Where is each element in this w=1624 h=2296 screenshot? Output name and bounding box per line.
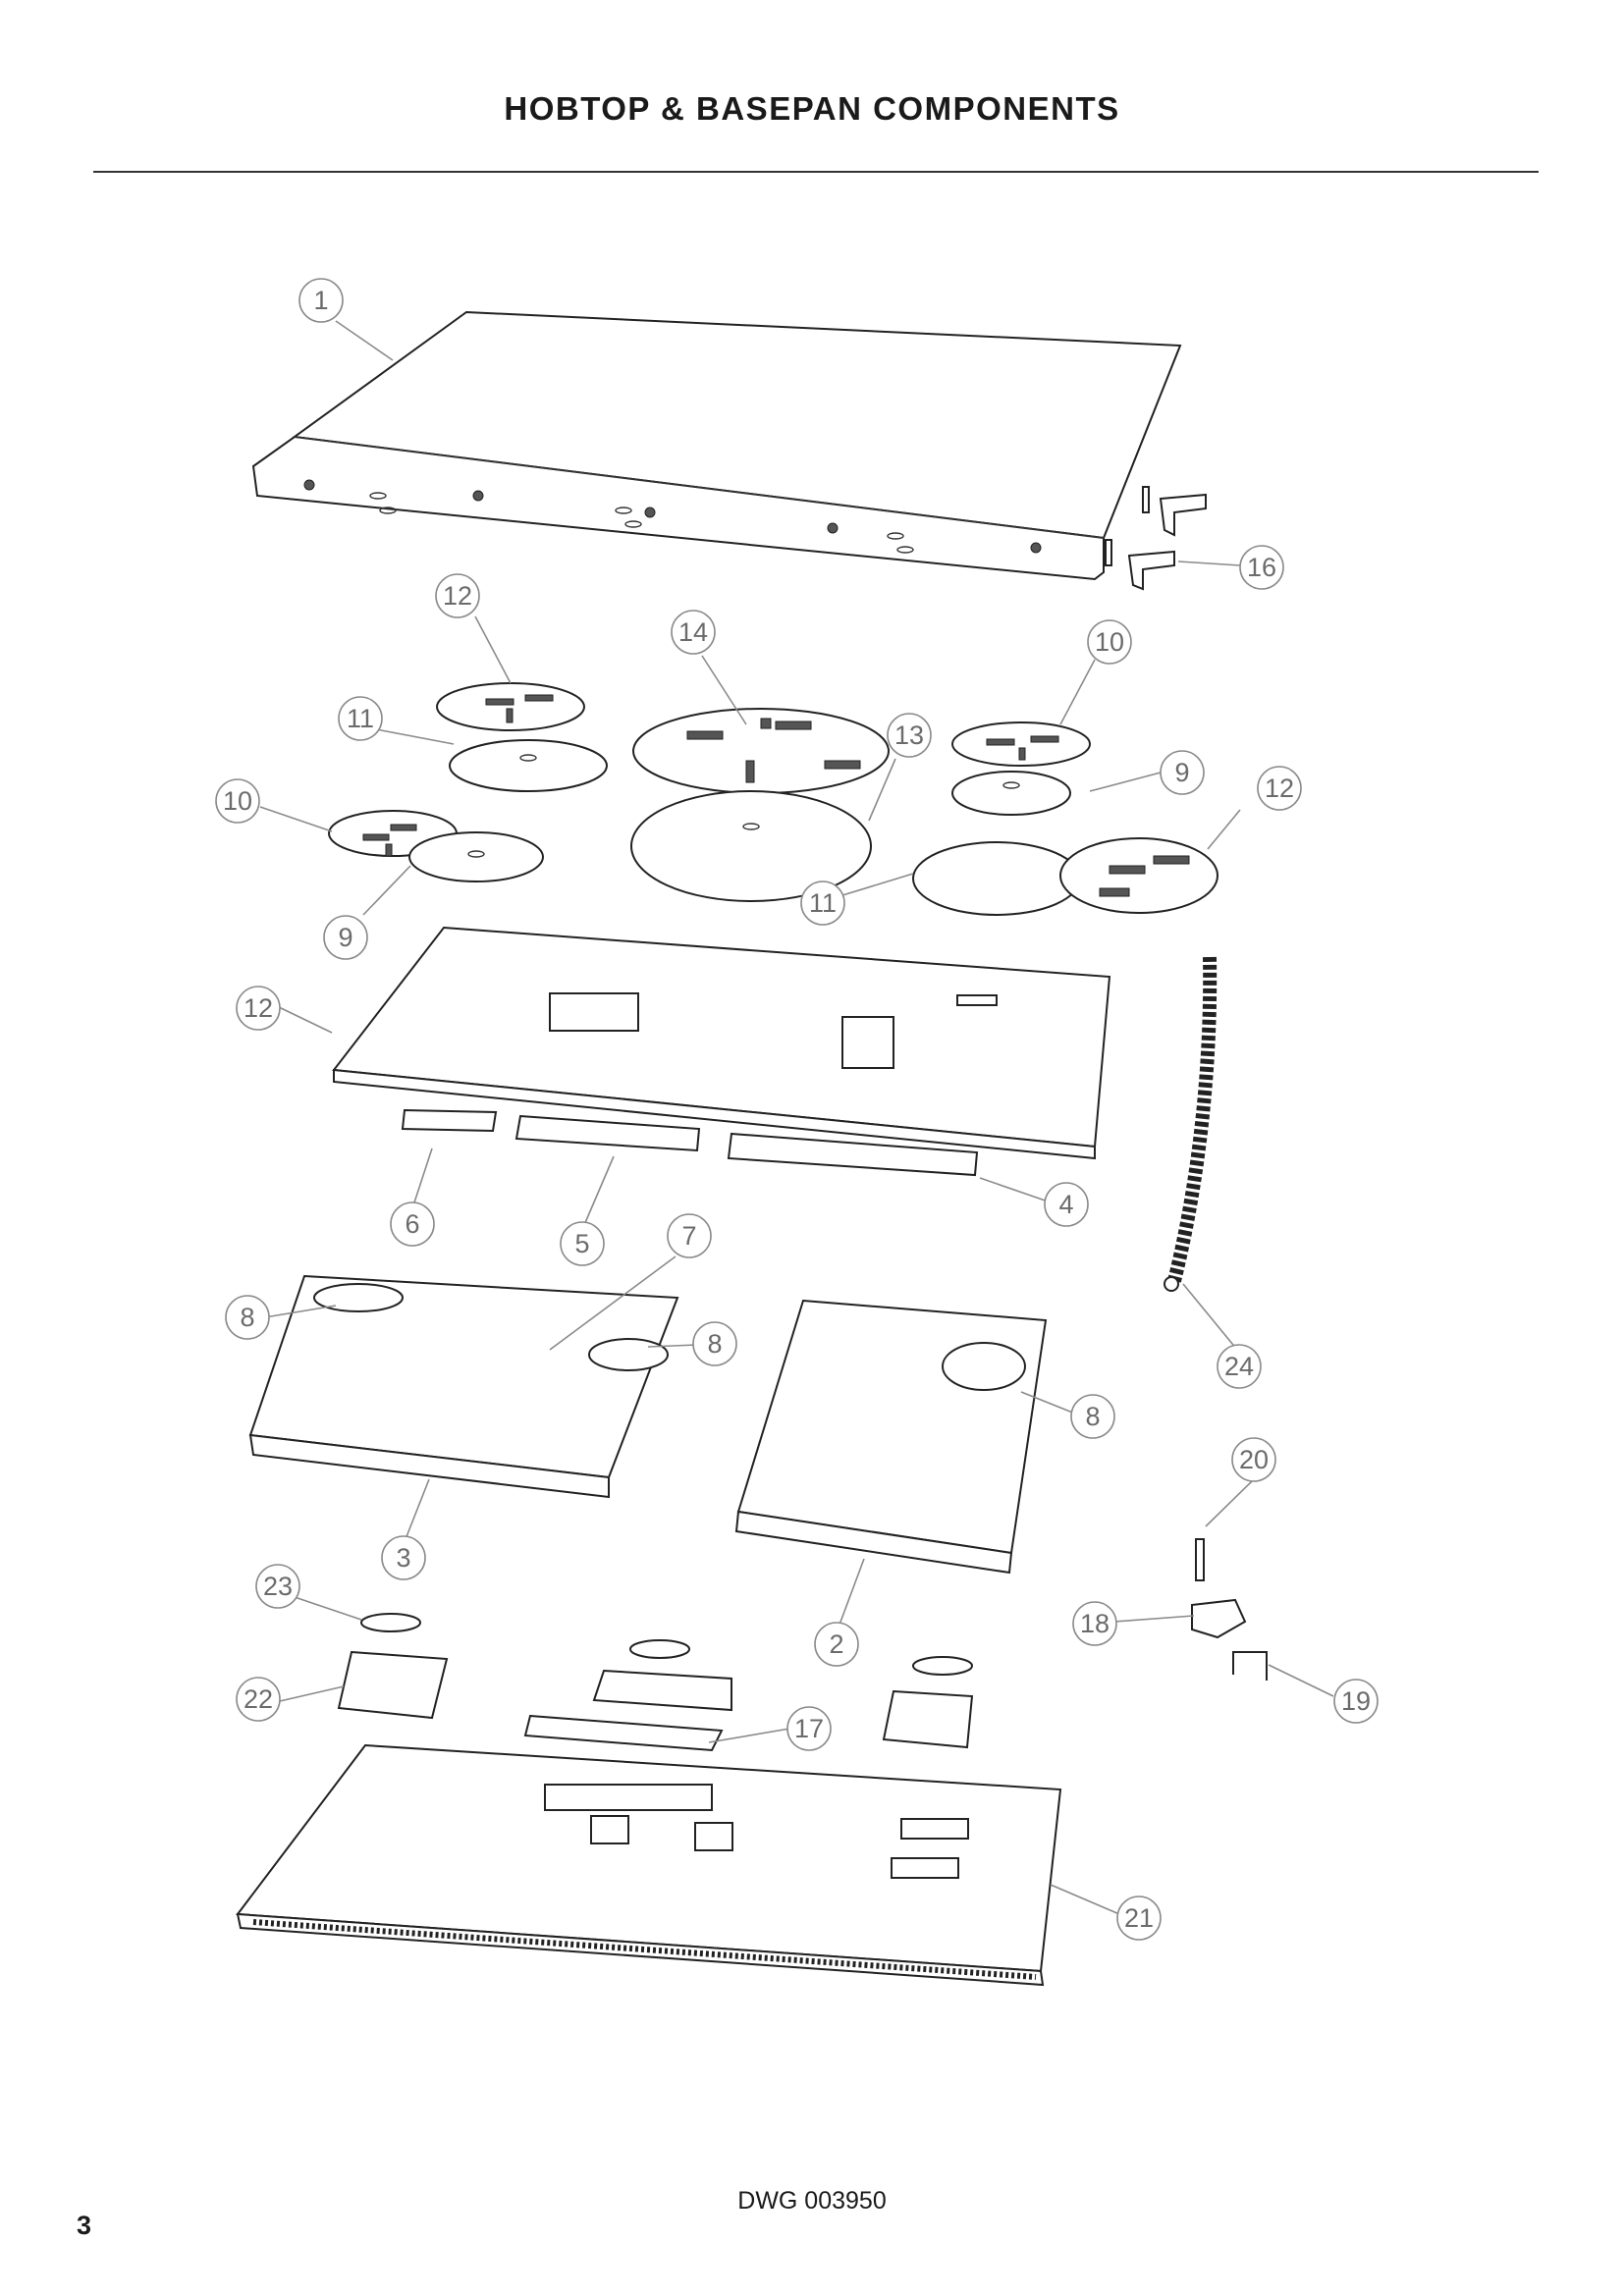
svg-text:5: 5 xyxy=(574,1229,589,1258)
svg-text:22: 22 xyxy=(244,1684,273,1714)
left-generator-housing xyxy=(248,1274,679,1499)
callout-8-middle: 8 xyxy=(692,1321,737,1366)
svg-text:1: 1 xyxy=(313,286,328,315)
svg-text:12: 12 xyxy=(244,993,273,1023)
callout-20: 20 xyxy=(1231,1437,1276,1482)
svg-text:8: 8 xyxy=(1085,1402,1100,1431)
svg-text:4: 4 xyxy=(1058,1190,1073,1219)
svg-text:23: 23 xyxy=(263,1572,293,1601)
svg-text:10: 10 xyxy=(223,786,252,816)
fan-ducts xyxy=(337,1613,974,1752)
callout-14: 14 xyxy=(671,610,716,655)
flexible-conduit xyxy=(1164,956,1218,1292)
induction-coils xyxy=(328,682,1218,916)
svg-text:9: 9 xyxy=(1174,758,1189,787)
callout-23: 23 xyxy=(255,1564,300,1609)
callout-21: 21 xyxy=(1116,1896,1162,1941)
callout-12-right: 12 xyxy=(1257,766,1302,811)
callout-5: 5 xyxy=(560,1221,605,1266)
callout-8-right: 8 xyxy=(1070,1394,1115,1439)
callout-10-right: 10 xyxy=(1087,619,1132,665)
svg-text:21: 21 xyxy=(1124,1903,1154,1933)
svg-text:6: 6 xyxy=(405,1209,419,1239)
callout-4: 4 xyxy=(1044,1182,1089,1227)
chassis-plate xyxy=(332,926,1111,1160)
callout-22: 22 xyxy=(236,1677,281,1722)
callout-8-left: 8 xyxy=(225,1295,270,1340)
mounting-brackets xyxy=(1105,486,1207,591)
svg-text:12: 12 xyxy=(443,581,472,611)
callout-17: 17 xyxy=(786,1706,832,1751)
svg-text:10: 10 xyxy=(1095,627,1124,657)
callout-12-top: 12 xyxy=(435,573,480,618)
svg-text:20: 20 xyxy=(1239,1445,1269,1474)
callout-10-left: 10 xyxy=(215,778,260,824)
svg-text:18: 18 xyxy=(1080,1609,1110,1638)
callout-13: 13 xyxy=(887,713,932,758)
title-rule xyxy=(93,171,1539,173)
svg-text:8: 8 xyxy=(240,1303,254,1332)
page-number: 3 xyxy=(77,2211,92,2240)
base-pan xyxy=(236,1743,1062,1987)
control-boards xyxy=(401,1108,979,1177)
hobtop-glass xyxy=(251,310,1182,581)
callout-11-right: 11 xyxy=(800,881,845,926)
svg-text:11: 11 xyxy=(809,888,837,918)
svg-text:2: 2 xyxy=(829,1629,843,1659)
callout-18: 18 xyxy=(1072,1601,1117,1646)
callout-9-right: 9 xyxy=(1160,750,1205,795)
svg-text:9: 9 xyxy=(338,923,352,952)
svg-text:13: 13 xyxy=(894,721,924,750)
callout-24: 24 xyxy=(1217,1344,1262,1389)
right-generator-housing xyxy=(734,1299,1048,1575)
svg-text:11: 11 xyxy=(347,704,374,733)
callout-3: 3 xyxy=(381,1535,426,1580)
callout-9-left: 9 xyxy=(323,915,368,960)
callout-7: 7 xyxy=(667,1213,712,1258)
cable-clamp xyxy=(1191,1538,1268,1681)
svg-text:24: 24 xyxy=(1224,1352,1254,1381)
callout-12-chassis: 12 xyxy=(236,986,281,1031)
svg-text:12: 12 xyxy=(1265,774,1294,803)
svg-text:19: 19 xyxy=(1341,1686,1371,1716)
svg-text:16: 16 xyxy=(1247,553,1276,582)
callout-1: 1 xyxy=(298,278,344,323)
callout-11-left: 11 xyxy=(338,696,383,741)
callout-6: 6 xyxy=(390,1201,435,1247)
svg-text:14: 14 xyxy=(678,617,708,647)
callout-2: 2 xyxy=(814,1622,859,1667)
callout-leaders xyxy=(259,320,1334,1915)
page-title: HOBTOP & BASEPAN COMPONENTS xyxy=(504,90,1120,127)
svg-text:3: 3 xyxy=(396,1543,410,1573)
svg-text:7: 7 xyxy=(681,1221,696,1251)
svg-text:17: 17 xyxy=(794,1714,824,1743)
callout-16: 16 xyxy=(1239,545,1284,590)
callout-19: 19 xyxy=(1333,1679,1379,1724)
drawing-number: DWG 003950 xyxy=(737,2187,887,2215)
svg-text:8: 8 xyxy=(707,1329,722,1359)
